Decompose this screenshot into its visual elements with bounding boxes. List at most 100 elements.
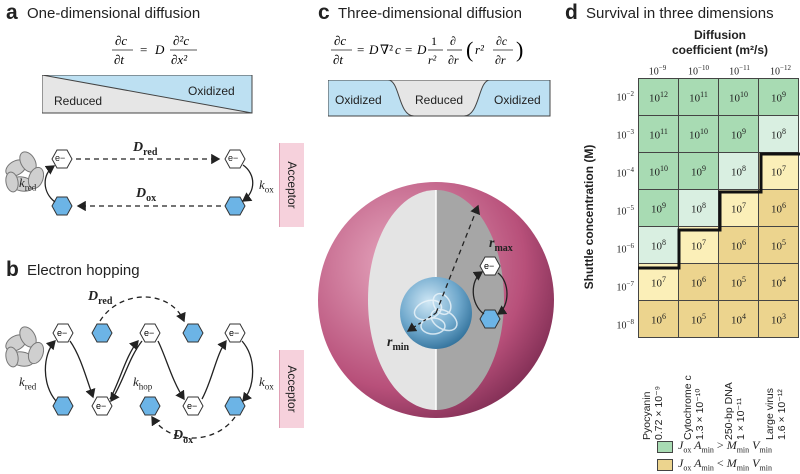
legend-fail-label: Jox Amin < Mmin Vmin [678,456,772,473]
acceptor-bar-b: Acceptor [279,350,304,428]
survival-boundary-line [638,152,800,270]
row-tick-label: 10−4 [616,166,634,180]
svg-text:e−: e− [229,328,239,338]
grid-cell: 103 [758,300,799,338]
gradient-oxidized-label: Oxidized [188,84,235,98]
panel-a-title: One-dimensional diffusion [27,5,201,22]
grid-cell: 106 [638,300,679,338]
hop-d-red-label: Dred [88,289,113,307]
svg-text:=: = [140,42,147,57]
panel-a-letter: a [6,1,18,24]
grid-cell: 105 [758,226,799,264]
spherical-diffusion-diagram: e− [318,182,554,418]
k-red-label: kred [19,175,37,193]
row-tick-label: 10−2 [616,90,634,104]
reduced-shuttle-left-icon [51,149,73,169]
grid-cell: 108 [638,226,679,264]
grid-cell: 104 [758,263,799,301]
radial-reduced-label: Reduced [415,93,464,107]
survival-boundary-path [638,152,800,270]
svg-text:c: c [395,42,401,57]
svg-text:D: D [154,42,165,57]
svg-text:∂x²: ∂x² [171,52,188,67]
grid-cell: 106 [678,263,719,301]
oxidized-shuttle-left-icon [51,196,73,216]
radial-oxidized-left-label: Oxidized [335,93,382,107]
column-tick-label: 10−11 [729,64,750,78]
shell-reduced-shuttle-icon [479,256,501,276]
row-tick-label: 10−5 [616,204,634,218]
fick-3d-equation: ∂c ∂t = D ∇² c = D 1 r² ∂ ∂r ( r² ∂c ∂r … [331,33,523,67]
legend-survive-label: Jox Amin > Mmin Vmin [678,438,772,455]
svg-text:=: = [405,42,412,57]
grid-cell: 109 [718,115,759,153]
redox-gradient-bar [42,75,253,114]
svg-text:): ) [516,37,523,62]
grid-cell: 104 [718,300,759,338]
svg-text:1: 1 [431,34,437,48]
svg-text:e−: e− [187,401,197,411]
row-tick-label: 10−3 [616,128,634,142]
column-tick-label: 10−12 [770,64,791,78]
panel-b-letter: b [6,258,19,281]
electron-hopping-diagram: e− e− e− e− e− [5,296,254,439]
panel-d-title: Survival in three dimensions [586,5,774,22]
k-ox-label: kox [259,177,274,195]
r-min-label: rmin [387,335,410,353]
reduced-shuttle-right-icon [224,149,246,169]
hop-k-hop-label: khop [133,374,153,392]
grid-cell: 1010 [678,115,719,153]
row-tick-label: 10−7 [616,280,634,294]
acceptor-bar-a: Acceptor [279,143,304,227]
electron-label-left: e− [55,153,66,163]
panel-c-letter: c [318,1,330,24]
svg-text:r²: r² [428,53,437,67]
svg-text:e−: e− [144,328,154,338]
svg-text:e−: e− [57,328,67,338]
grid-cell: 109 [678,152,719,190]
svg-text:D: D [368,42,379,57]
svg-text:=: = [357,42,364,57]
oxidized-shuttle-right-icon [224,196,246,216]
d-red-label: Dred [133,140,158,158]
hop-k-ox-label: kox [259,374,274,392]
shell-oxidized-shuttle-icon [479,309,501,329]
svg-text:∂t: ∂t [114,52,124,67]
svg-text:∂c: ∂c [334,33,346,48]
panel-c-title: Three-dimensional diffusion [338,5,522,22]
svg-text:D: D [416,42,427,57]
svg-text:e−: e− [484,261,494,271]
bacterium-cluster-icon [5,151,45,193]
grid-cell: 107 [678,226,719,264]
legend-swatch-survive [657,441,673,453]
grid-cell: 108 [718,152,759,190]
grid-cell: 1011 [638,115,679,153]
column-tick-label: 10−10 [688,64,709,78]
shuttle-concentration-axis: Shuttle concentration (M) [582,144,596,290]
panel-d-letter: d [565,1,578,24]
svg-text:e−: e− [96,401,106,411]
svg-text:∂c: ∂c [115,33,127,48]
column-tick-label: 10−9 [648,64,667,78]
grid-cell: 1010 [638,152,679,190]
one-dimensional-diffusion-diagram [5,149,254,216]
bacterium-cluster-icon [5,326,45,368]
gradient-reduced-label: Reduced [54,94,103,108]
svg-text:∂: ∂ [450,34,456,48]
d-ox-label: Dox [136,186,157,204]
electron-label-right: e− [228,153,239,163]
svg-text:∂²c: ∂²c [173,33,189,48]
grid-cell: 107 [718,189,759,227]
svg-text:(: ( [466,37,473,62]
row-tick-label: 10−8 [616,318,634,332]
svg-text:∂t: ∂t [333,52,343,67]
panel-b-title: Electron hopping [27,262,140,279]
grid-cell: 108 [758,115,799,153]
column-tick-labels: 10−9 10−10 10−11 10−12 [637,64,800,78]
